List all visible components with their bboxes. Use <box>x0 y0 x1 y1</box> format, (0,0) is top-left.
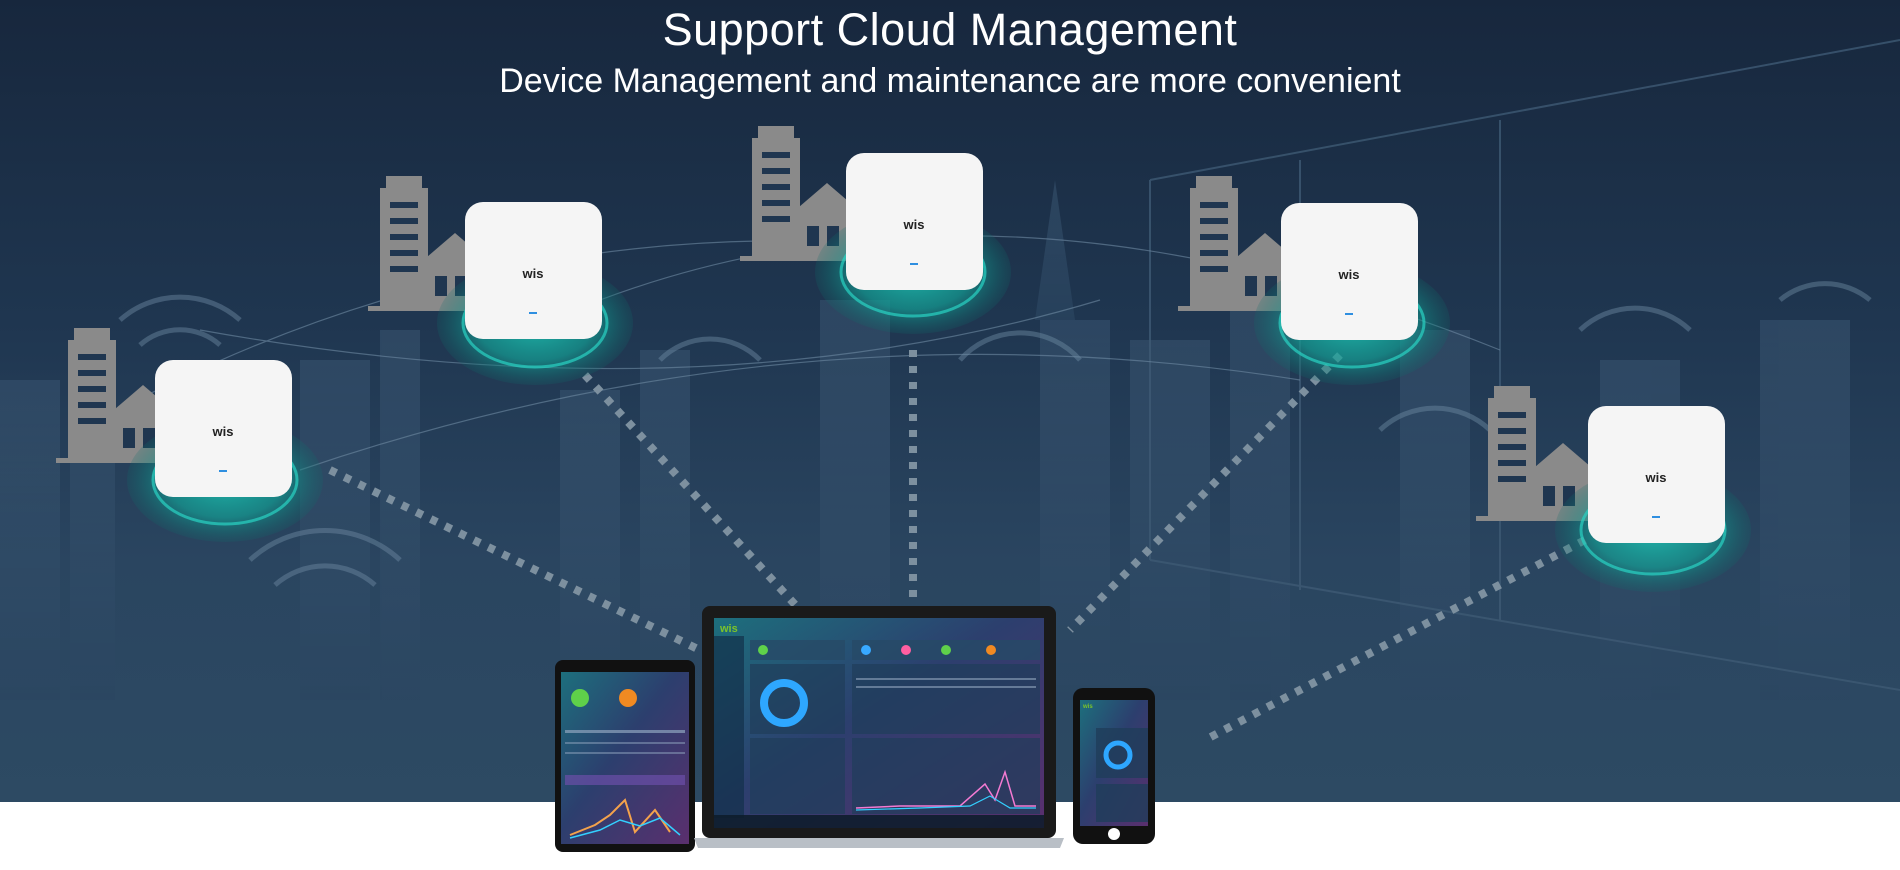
home-button <box>1108 828 1120 840</box>
laptop-device: wis <box>694 606 1064 848</box>
tablet-device <box>555 660 695 852</box>
status-led <box>910 263 918 265</box>
access-point-4: wis <box>1178 176 1450 385</box>
access-point-device <box>1588 406 1725 543</box>
dotted-links <box>328 350 1587 744</box>
access-point-device <box>465 202 602 339</box>
perspective-lines <box>1149 39 1900 691</box>
phone-logo: wis <box>1082 704 1093 710</box>
ap-logo: wis <box>903 217 925 232</box>
access-point-5: wis <box>1476 386 1751 592</box>
access-point-2: wis <box>368 176 633 385</box>
wifi-symbols <box>118 281 1872 587</box>
access-point-3: wis <box>740 126 1011 334</box>
access-point-device <box>846 153 983 290</box>
laptop-logo: wis <box>719 623 738 635</box>
status-led <box>219 470 227 472</box>
access-point-1: wis <box>56 328 323 542</box>
status-led <box>1652 516 1660 518</box>
ap-logo: wis <box>212 424 234 439</box>
laptop-taskbar <box>714 815 1044 828</box>
phone-device: wis <box>1073 688 1155 844</box>
access-point-device <box>1281 203 1418 340</box>
status-led <box>529 312 537 314</box>
access-point-device <box>155 360 292 497</box>
ap-logo: wis <box>1338 267 1360 282</box>
ap-logo: wis <box>522 266 544 281</box>
laptop-base <box>694 838 1064 848</box>
page-title: Support Cloud Management <box>662 4 1238 55</box>
page-subtitle: Device Management and maintenance are mo… <box>499 62 1401 100</box>
ap-logo: wis <box>1645 470 1667 485</box>
status-led <box>1345 313 1353 315</box>
laptop-sidebar <box>714 636 744 818</box>
